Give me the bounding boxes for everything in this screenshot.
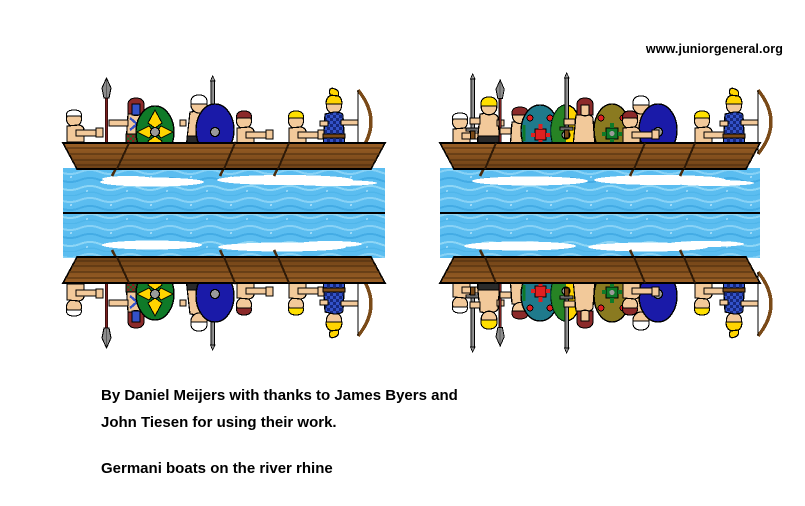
crew-right-top (451, 72, 773, 159)
figure-rower-white-hair (451, 280, 490, 314)
figure-rower-yellow-hair (693, 110, 732, 145)
site-watermark: www.juniorgeneral.org (645, 42, 783, 56)
figure-rower-yellow-hair (287, 110, 326, 145)
boat-right-top[interactable] (438, 72, 773, 177)
boat-left-top[interactable] (61, 75, 387, 177)
figure-rower-red-hair (235, 281, 274, 316)
scene-title-caption: Germani boats on the river rhine (101, 460, 333, 477)
figure-rower-red-hair (621, 281, 660, 316)
figure-swordsman-red-hair (559, 72, 596, 148)
hull-right-top (438, 142, 762, 170)
figure-rower-white-hair (65, 283, 104, 317)
credit-line-1: By Daniel Meijers with thanks to James B… (101, 387, 458, 404)
hull-right-bottom (438, 256, 762, 284)
foam-streaks (100, 175, 754, 252)
hull-left-top (61, 142, 387, 170)
figure-rower-white-hair (65, 109, 104, 143)
boat-left-bottom[interactable] (61, 249, 387, 351)
figure-rower-red-hair (621, 110, 660, 145)
figure-rower-white-hair (451, 112, 490, 146)
credit-line-2: John Tiesen for using their work. (101, 414, 337, 431)
crew-left-top (65, 75, 373, 159)
boat-right-bottom[interactable] (438, 249, 773, 354)
figure-rower-yellow-hair (287, 281, 326, 316)
figure-swordsman-red-hair (559, 278, 596, 354)
figure-rower-red-hair (235, 110, 274, 145)
river-water (63, 168, 760, 258)
hull-left-bottom (61, 256, 387, 284)
figure-swordsman-yellow-hair (465, 73, 505, 149)
figure-rower-yellow-hair (693, 281, 732, 316)
